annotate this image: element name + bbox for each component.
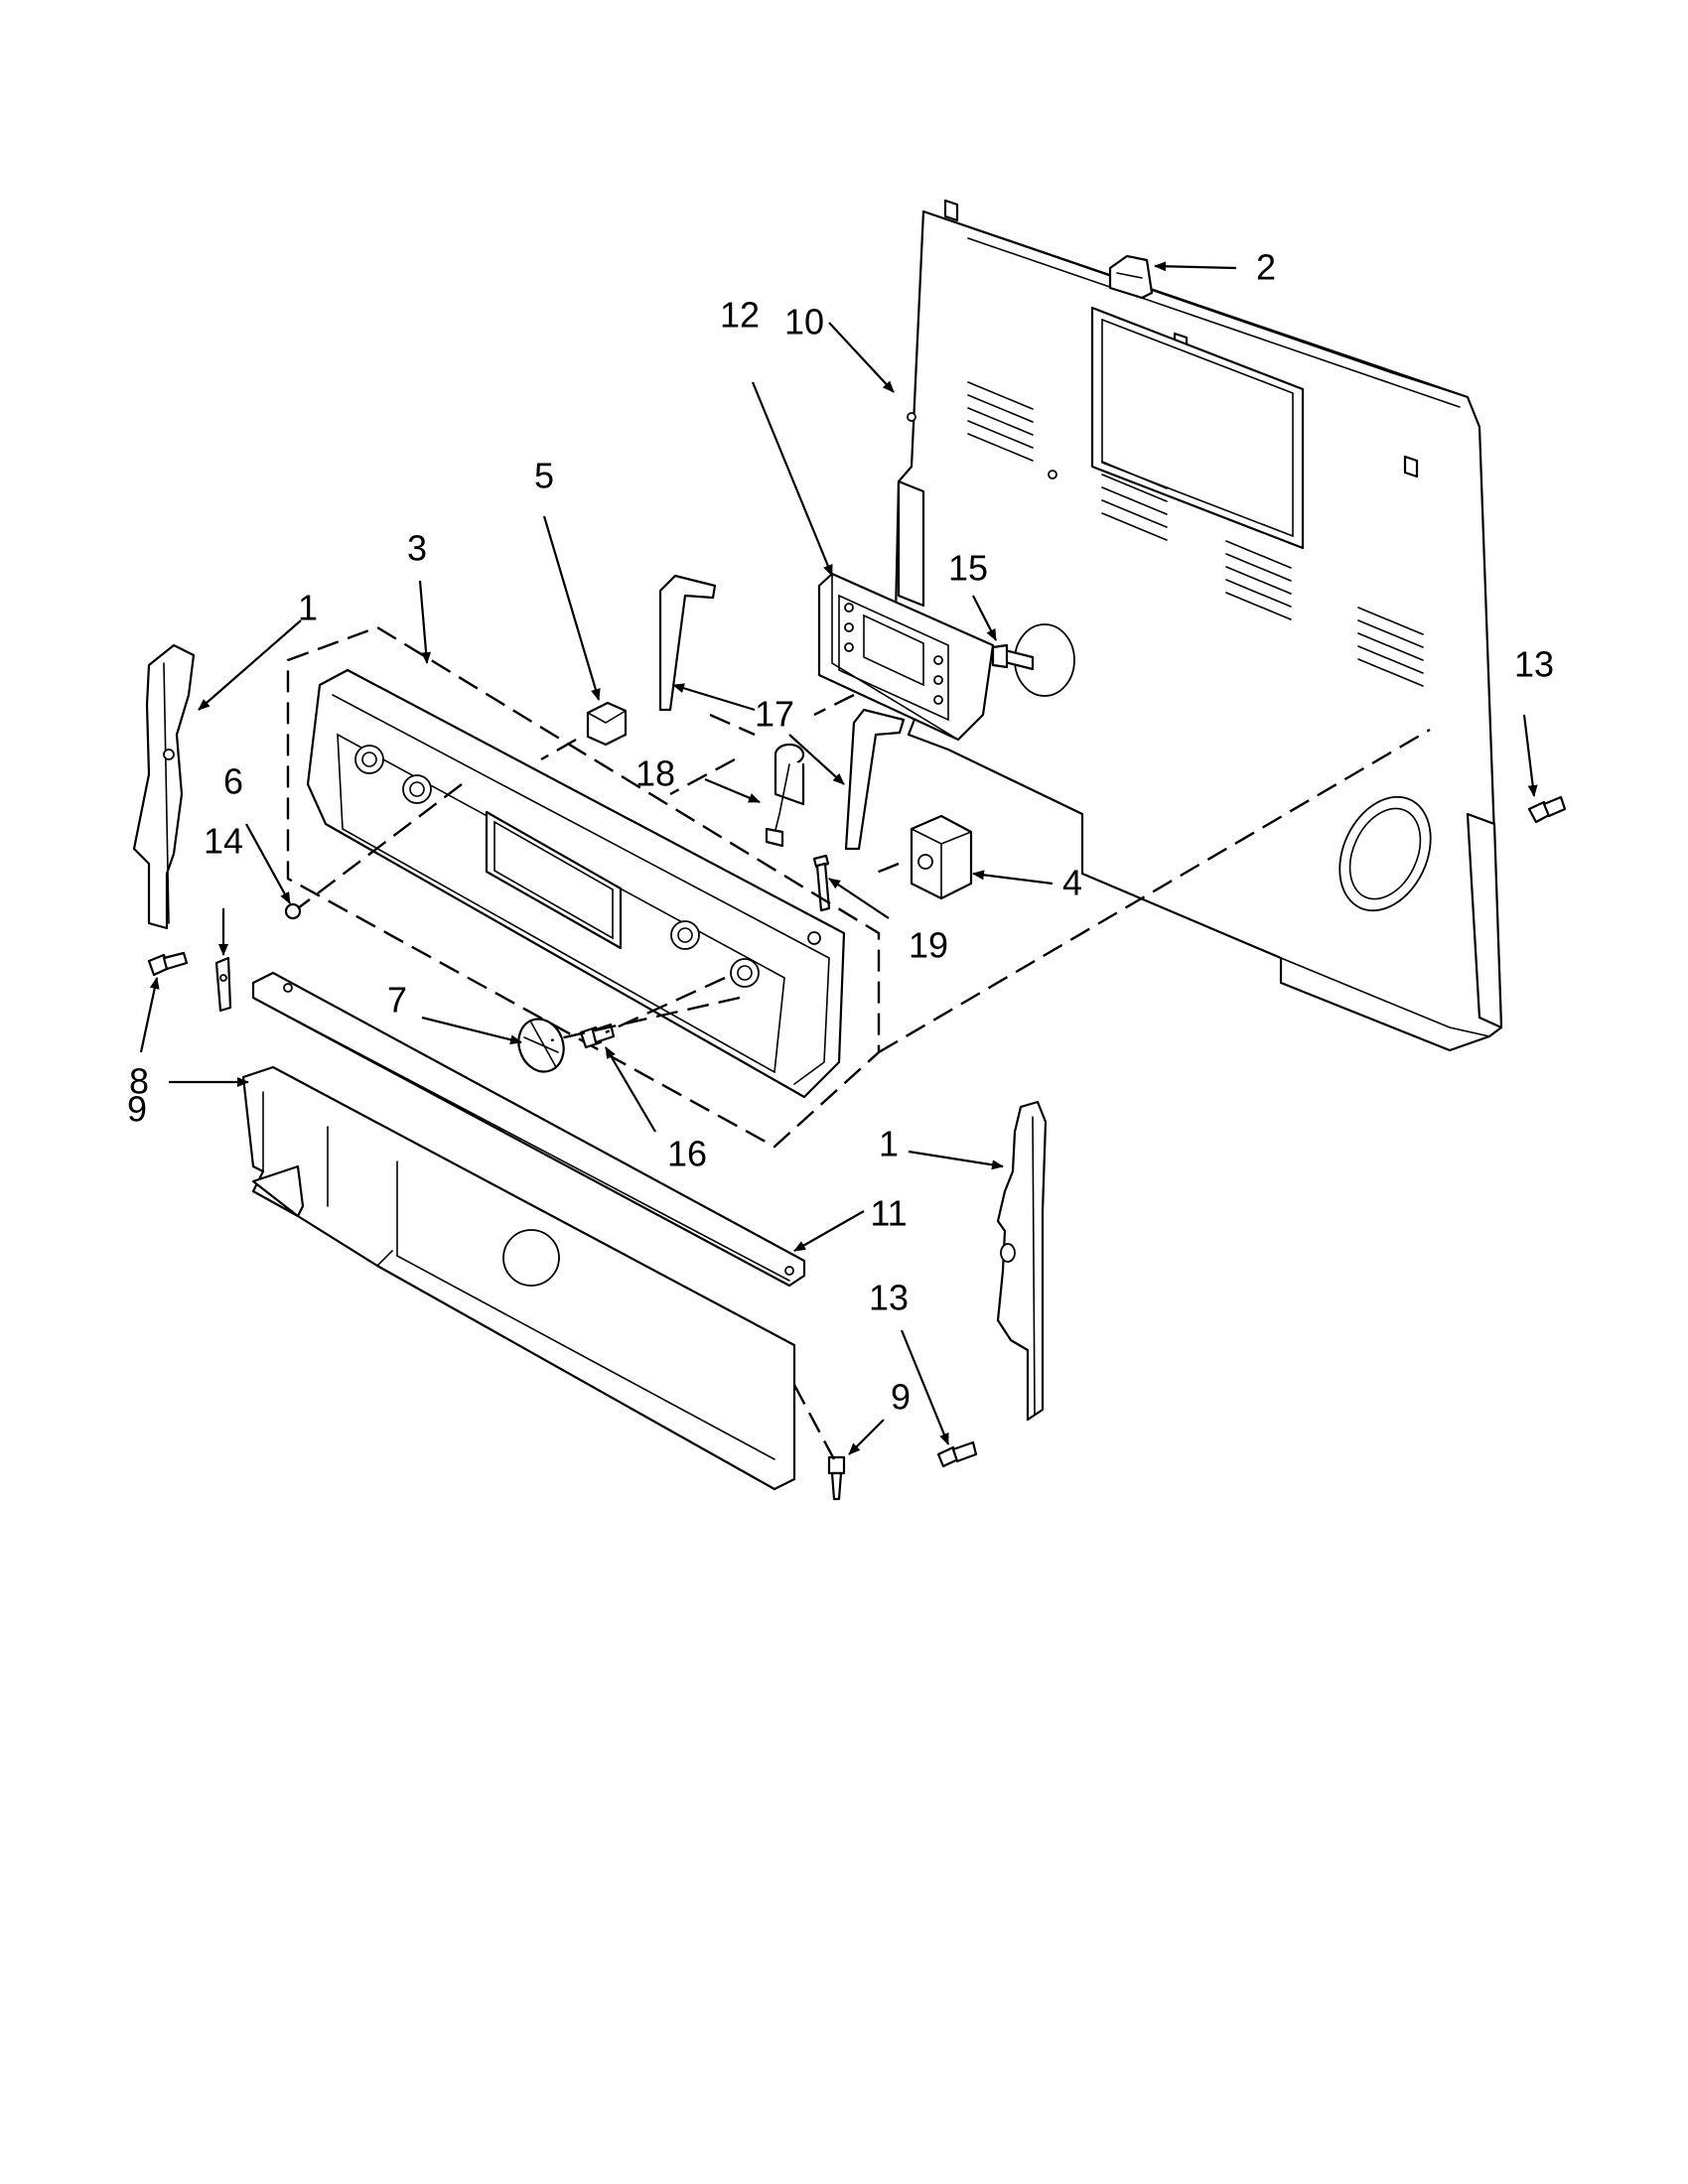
callout-17: 17	[755, 694, 794, 735]
callout-14: 14	[204, 821, 243, 862]
screw-13-lower	[936, 1440, 978, 1468]
small-screw	[812, 854, 831, 912]
electronic-control	[817, 572, 995, 742]
screw-13-right	[1527, 795, 1567, 824]
callout-13-right: 13	[1514, 644, 1554, 685]
callout-18: 18	[635, 753, 675, 794]
trim-bar	[251, 971, 806, 1288]
indicator-part	[586, 701, 628, 747]
callout-10: 10	[784, 302, 824, 342]
control-screw	[991, 623, 1075, 697]
callout-6: 6	[223, 761, 243, 802]
clip-part	[1108, 254, 1154, 300]
callout-11: 11	[870, 1193, 907, 1234]
callout-9-left: 9	[127, 1089, 147, 1130]
knob-part	[517, 1018, 565, 1073]
screw-9-left	[147, 951, 189, 977]
side-trim-right	[996, 1100, 1048, 1422]
callout-15: 15	[948, 548, 988, 589]
callout-7: 7	[387, 980, 407, 1021]
callout-5: 5	[534, 456, 554, 496]
screw-9-right	[827, 1455, 846, 1501]
callout-1-right: 1	[879, 1124, 899, 1164]
wire-harness	[765, 743, 805, 848]
callout-12: 12	[720, 295, 760, 336]
callout-3: 3	[407, 528, 427, 569]
callout-1-left: 1	[298, 588, 318, 628]
callout-13-lower: 13	[869, 1278, 909, 1318]
lower-panel	[241, 1065, 796, 1491]
rear-panel	[892, 199, 1503, 1052]
control-brackets	[658, 574, 906, 851]
assembly-lines	[297, 693, 1431, 1460]
leader-lines	[139, 261, 1538, 1455]
callout-4: 4	[1062, 863, 1082, 903]
side-trim-left	[132, 643, 196, 930]
callout-2: 2	[1256, 247, 1276, 288]
callout-9-right: 9	[891, 1377, 911, 1418]
callout-labels: 1 1 2 3 4 5 6 7 8 9 9 10 11 12 13 13 14 …	[127, 247, 1554, 1418]
switch-part	[910, 814, 973, 900]
screw-6	[284, 902, 302, 920]
callout-16: 16	[667, 1134, 707, 1174]
callout-19: 19	[909, 925, 948, 966]
callout-8: 8	[129, 1061, 149, 1102]
clip-14	[214, 956, 232, 1013]
